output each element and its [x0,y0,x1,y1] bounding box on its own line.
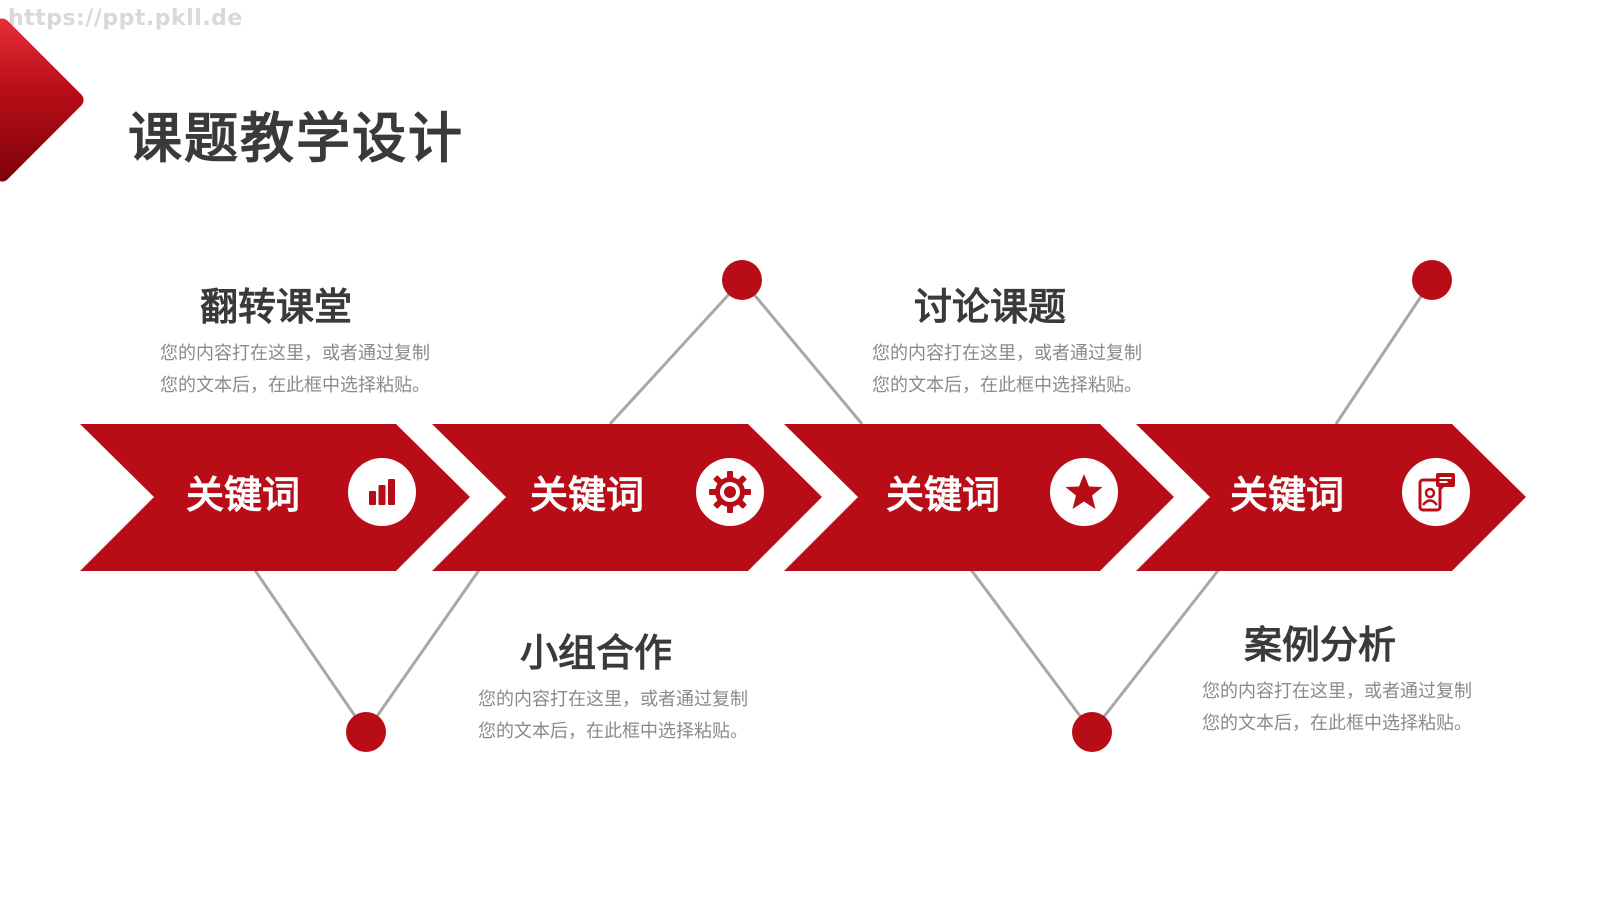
keyword-label-2: 关键词 [530,473,645,517]
icon-circle-4 [1402,458,1470,526]
connector-line-5 [964,562,1094,733]
bar-chart-icon [369,479,395,505]
keyword-label-3: 关键词 [886,473,1001,517]
keyword-label-1: 关键词 [186,473,301,517]
step-desc-2: 您的内容打在这里，或者通过复制 您的文本后，在此框中选择粘贴。 [478,684,748,748]
node-dot-1 [346,712,386,752]
step-desc-1-line-1: 您的内容打在这里，或者通过复制 [160,343,430,364]
profile-chat-icon [1418,473,1455,512]
step-desc-1: 您的内容打在这里，或者通过复制 您的文本后，在此框中选择粘贴。 [160,338,430,402]
step-heading-1: 翻转课堂 [200,285,353,329]
step-heading-2: 小组合作 [520,631,673,675]
keyword-label-4: 关键词 [1230,473,1345,517]
connector-line-6 [1090,562,1226,733]
gear-icon [709,471,751,513]
connector-line-2 [364,562,486,733]
page-title: 课题教学设计 [128,107,464,170]
icon-circle-1 [348,458,416,526]
step-desc-2-line-2: 您的文本后，在此框中选择粘贴。 [478,721,748,742]
node-dot-4 [1412,260,1452,300]
icon-circle-2 [696,458,764,526]
watermark-url: https://ppt.pkll.de [8,6,243,31]
connector-line-4 [740,279,864,425]
step-heading-4: 案例分析 [1244,623,1397,667]
node-dot-3 [1072,712,1112,752]
step-desc-4-line-2: 您的文本后，在此框中选择粘贴。 [1202,713,1472,734]
star-icon [1065,474,1103,509]
node-dot-2 [722,260,762,300]
step-desc-4: 您的内容打在这里，或者通过复制 您的文本后，在此框中选择粘贴。 [1202,676,1472,740]
step-heading-3: 讨论课题 [914,285,1067,329]
step-desc-2-line-1: 您的内容打在这里，或者通过复制 [478,689,748,710]
step-desc-3-line-1: 您的内容打在这里，或者通过复制 [872,343,1142,364]
icon-circle-3 [1050,458,1118,526]
step-desc-4-line-1: 您的内容打在这里，或者通过复制 [1202,681,1472,702]
step-desc-3-line-2: 您的文本后，在此框中选择粘贴。 [872,375,1142,396]
connector-line-1 [248,562,368,733]
connector-line-7 [1334,279,1434,425]
step-desc-3: 您的内容打在这里，或者通过复制 您的文本后，在此框中选择粘贴。 [872,338,1142,402]
step-desc-1-line-2: 您的文本后，在此框中选择粘贴。 [160,375,430,396]
connector-line-3 [608,278,744,426]
